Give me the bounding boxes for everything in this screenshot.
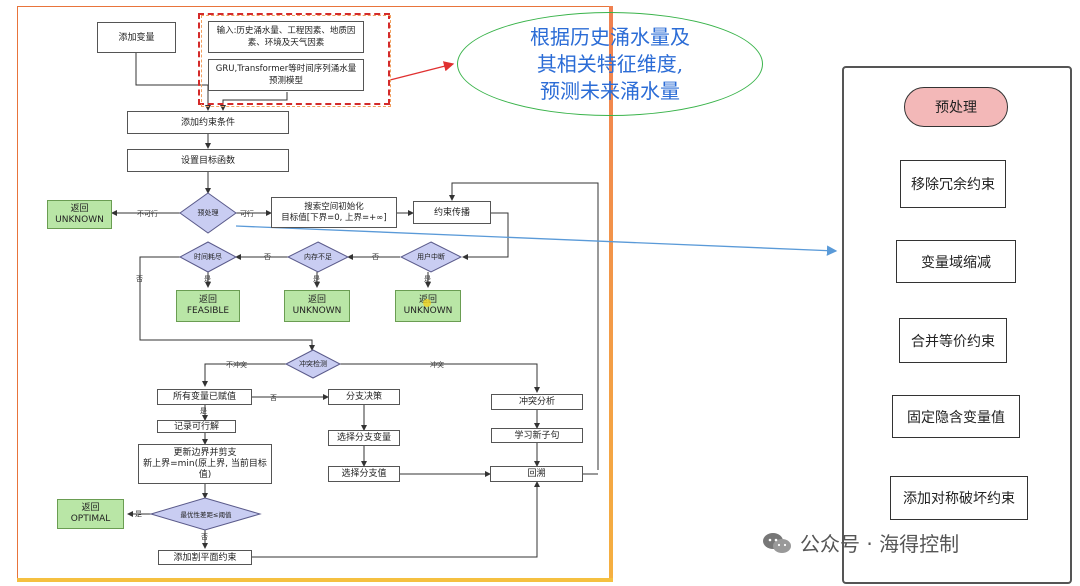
backtrack-box: 回溯 [490, 466, 583, 482]
set-objective-box: 设置目标函数 [127, 149, 289, 172]
frame-right-edge [609, 6, 613, 582]
no-label-user: 否 [372, 253, 379, 261]
preprocess-pill: 预处理 [904, 87, 1008, 127]
no-label-mem: 否 [264, 253, 271, 261]
add-cut-box: 添加割平面约束 [158, 550, 252, 565]
conflict-check-diamond: 冲突检测 [299, 360, 327, 368]
return-unknown-memory: 返回 UNKNOWN [284, 290, 350, 322]
memory-short-diamond: 内存不足 [304, 253, 332, 261]
prediction-model-box: GRU,Transformer等时间序列涌水量预测模型 [208, 59, 364, 91]
input-group-red-dashed [198, 13, 390, 105]
cursor-marker [423, 299, 431, 307]
yes-label-assigned: 是 [200, 407, 207, 415]
search-space-init-box: 搜索空间初始化 目标值[下界=0, 上界=+∞] [271, 197, 397, 228]
frame-bottom-edge [17, 578, 613, 582]
yes-label-user: 是 [424, 275, 431, 283]
watermark-text: 公众号 · 海得控制 [800, 532, 960, 556]
symmetry-breaking-box: 添加对称破坏约束 [890, 476, 1028, 520]
return-unknown-preprocess: 返回 UNKNOWN [47, 200, 112, 229]
conflict-label: 冲突 [430, 361, 444, 369]
no-label-time: 否 [136, 275, 143, 283]
choose-var-box: 选择分支变量 [328, 430, 400, 446]
no-conflict-label: 不冲突 [226, 361, 247, 369]
input-group-orange-dashed [201, 15, 391, 107]
preprocess-diamond: 预处理 [197, 209, 219, 217]
branch-decision-box: 分支决策 [328, 389, 400, 405]
choose-value-box: 选择分支值 [328, 466, 400, 482]
domain-reduction-box: 变量域缩减 [896, 240, 1016, 283]
yes-label-mem: 是 [313, 275, 320, 283]
record-solution-box: 记录可行解 [157, 420, 236, 433]
update-bound-box: 更新边界并剪支 新上界=min(原上界, 当前目标值) [138, 444, 272, 484]
merge-equivalent-box: 合并等价约束 [899, 318, 1007, 363]
time-out-diamond: 时间耗尽 [194, 253, 222, 261]
feasible-label: 可行 [240, 210, 254, 218]
watermark: 公众号 · 海得控制 [762, 528, 959, 557]
yes-label-optimal: 是 [135, 510, 142, 518]
fix-implied-box: 固定隐含变量值 [892, 395, 1020, 438]
add-variable-box: 添加变量 [97, 22, 176, 53]
wechat-icon [763, 532, 791, 553]
input-features-box: 输入:历史涌水量、工程因素、地质因素、环境及天气因素 [208, 21, 364, 53]
conflict-analysis-box: 冲突分析 [491, 394, 583, 410]
remove-redundant-box: 移除冗余约束 [900, 160, 1006, 208]
preprocess-panel [842, 66, 1072, 584]
return-feasible-box: 返回 FEASIBLE [176, 290, 240, 322]
all-assigned-box: 所有变量已赋值 [157, 389, 252, 405]
add-constraint-box: 添加约束条件 [127, 111, 289, 134]
prediction-callout-text: 根据历史涌水量及 其相关特征维度, 预测未来涌水量 [530, 24, 690, 103]
learn-clause-box: 学习新子句 [491, 428, 583, 443]
optimality-gap-diamond: 最优性差距≤阈值 [180, 511, 232, 519]
yes-label-time: 是 [204, 275, 211, 283]
no-label-optimal: 否 [201, 533, 208, 541]
constraint-propagation-box: 约束传播 [413, 201, 491, 224]
no-label-assigned: 否 [270, 394, 277, 402]
user-interrupt-diamond: 用户中断 [417, 253, 445, 261]
infeasible-label: 不可行 [137, 210, 158, 218]
prediction-callout: 根据历史涌水量及 其相关特征维度, 预测未来涌水量 [457, 12, 763, 116]
return-optimal-box: 返回 OPTIMAL [57, 499, 124, 529]
